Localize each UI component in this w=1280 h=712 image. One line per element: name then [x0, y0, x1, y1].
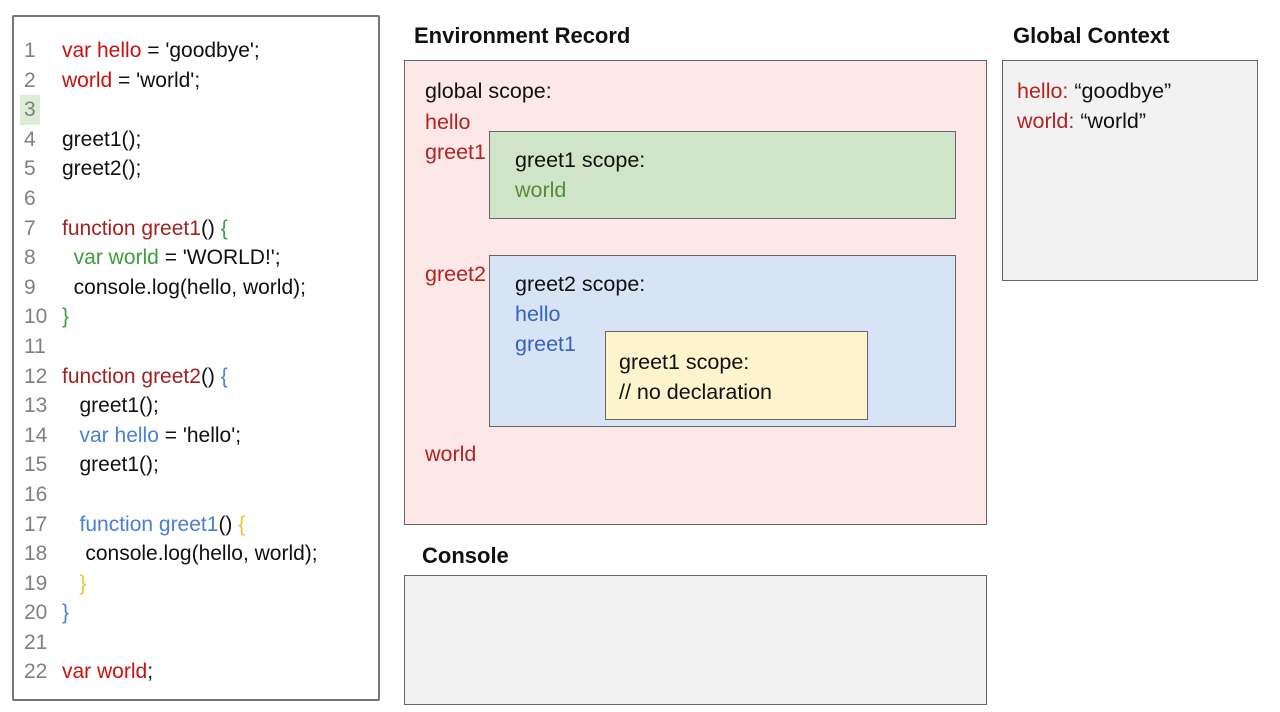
line-number: 4: [24, 127, 36, 151]
code-text: console.log(hello, world);: [62, 275, 306, 299]
line-number: 6: [24, 186, 36, 210]
code-line: 20}: [14, 598, 378, 628]
code-line: 8 var world = 'WORLD!';: [14, 243, 378, 273]
greet2-scope-box: greet2 scope: hello greet1 greet1 scope: …: [489, 255, 956, 427]
code-text: function greet1() {: [62, 512, 246, 536]
code-line: 10}: [14, 302, 378, 332]
code-text: var world = 'WORLD!';: [62, 246, 281, 270]
code-line: 9 console.log(hello, world);: [14, 273, 378, 303]
code-line: 3: [14, 95, 378, 125]
global-scope-entry: hello: [425, 110, 471, 134]
line-number: 22: [24, 660, 48, 684]
line-number: 1: [24, 39, 36, 62]
code-text: var hello = 'hello';: [62, 423, 242, 447]
line-number: 5: [24, 157, 36, 181]
code-line: 13 greet1();: [14, 391, 378, 421]
scope-entry: greet1: [515, 332, 576, 356]
global-context-entry: world: “world”: [1017, 109, 1147, 133]
code-line: 4 greet1();: [14, 125, 378, 155]
code-text: world = 'world';: [62, 68, 201, 92]
line-number: 12: [24, 364, 48, 388]
line-number: 21: [24, 630, 48, 654]
console-output-box: [404, 575, 987, 705]
line-number: 16: [24, 482, 48, 506]
line-number: 2: [24, 68, 36, 92]
greet1-scope-title: greet1 scope:: [515, 148, 646, 172]
greet2-scope-entries: hello greet1: [515, 299, 955, 359]
code-text: greet2();: [62, 157, 142, 181]
code-line: 19 }: [14, 569, 378, 599]
global-context-title: Global Context: [1013, 23, 1170, 48]
line-number: 20: [24, 601, 48, 625]
global-context-entries: hello: “goodbye” world: “world”: [1017, 76, 1257, 136]
code-line: 18 console.log(hello, world);: [14, 539, 378, 569]
scope-entry: hello: [515, 302, 561, 326]
inner-greet1-scope-comment: // no declaration: [619, 380, 772, 404]
line-number: 10: [24, 305, 48, 329]
code-line: 16: [14, 480, 378, 510]
line-number: 8: [24, 246, 36, 270]
code-line: 7 function greet1() {: [14, 214, 378, 244]
code-text: function greet2() {: [62, 364, 228, 388]
scope-entry: world: [515, 178, 567, 202]
global-context-entry: hello: “goodbye”: [1017, 79, 1172, 103]
line-number: 11: [24, 334, 46, 358]
global-scope-label: global scope:: [425, 79, 552, 103]
code-text: function greet1() {: [62, 216, 228, 240]
greet1-scope-entries: world: [515, 175, 955, 205]
line-number: 3: [14, 95, 62, 125]
code-text: greet1();: [62, 127, 142, 151]
line-number: 15: [24, 453, 48, 477]
line-number: 14: [24, 423, 48, 447]
code-text: console.log(hello, world);: [62, 542, 318, 566]
line-number: 7: [24, 216, 36, 240]
console-title: Console: [422, 543, 509, 568]
code-text: var world;: [62, 660, 154, 684]
code-line: 1 var hello = 'goodbye';: [14, 36, 378, 66]
code-line: 11: [14, 332, 378, 362]
code-line: 17 function greet1() {: [14, 510, 378, 540]
global-scope-box: global scope: hello greet1 greet2 world gre…: [404, 60, 987, 525]
code-text: }: [62, 601, 70, 625]
code-editor-panel: 1 var hello = 'goodbye'; 2 world = 'world';…: [12, 15, 380, 701]
global-context-box: hello: “goodbye” world: “world”: [1002, 60, 1258, 281]
greet1-scope-box: greet1 scope: world: [489, 131, 956, 219]
code-text: greet1();: [62, 394, 159, 418]
line-number: 18: [24, 542, 48, 566]
inner-greet1-scope-box: greet1 scope: // no declaration: [605, 331, 868, 420]
code-text: var hello = 'goodbye';: [62, 39, 260, 62]
code-text: }: [62, 305, 70, 329]
code-lines: 1 var hello = 'goodbye'; 2 world = 'world';…: [14, 17, 378, 687]
code-line: 14 var hello = 'hello';: [14, 421, 378, 451]
code-line: 12 function greet2() {: [14, 362, 378, 392]
code-text: }: [62, 571, 87, 595]
line-number: 13: [24, 394, 48, 418]
environment-record-title: Environment Record: [414, 23, 631, 48]
code-line: 22 var world;: [14, 657, 378, 687]
line-number: 17: [24, 512, 48, 536]
line-number: 9: [24, 275, 36, 299]
global-scope-entry: world: [425, 442, 477, 466]
code-line: 15 greet1();: [14, 450, 378, 480]
line-number: 19: [24, 571, 48, 595]
code-line: 5 greet2();: [14, 154, 378, 184]
code-line: 6: [14, 184, 378, 214]
global-scope-entry: greet2: [425, 262, 486, 286]
inner-greet1-scope-title: greet1 scope:: [619, 350, 750, 374]
code-text: greet1();: [62, 453, 159, 477]
code-line: 21: [14, 628, 378, 658]
global-scope-entry: greet1: [425, 140, 486, 164]
code-line: 2 world = 'world';: [14, 66, 378, 96]
greet2-scope-title: greet2 scope:: [515, 272, 646, 296]
